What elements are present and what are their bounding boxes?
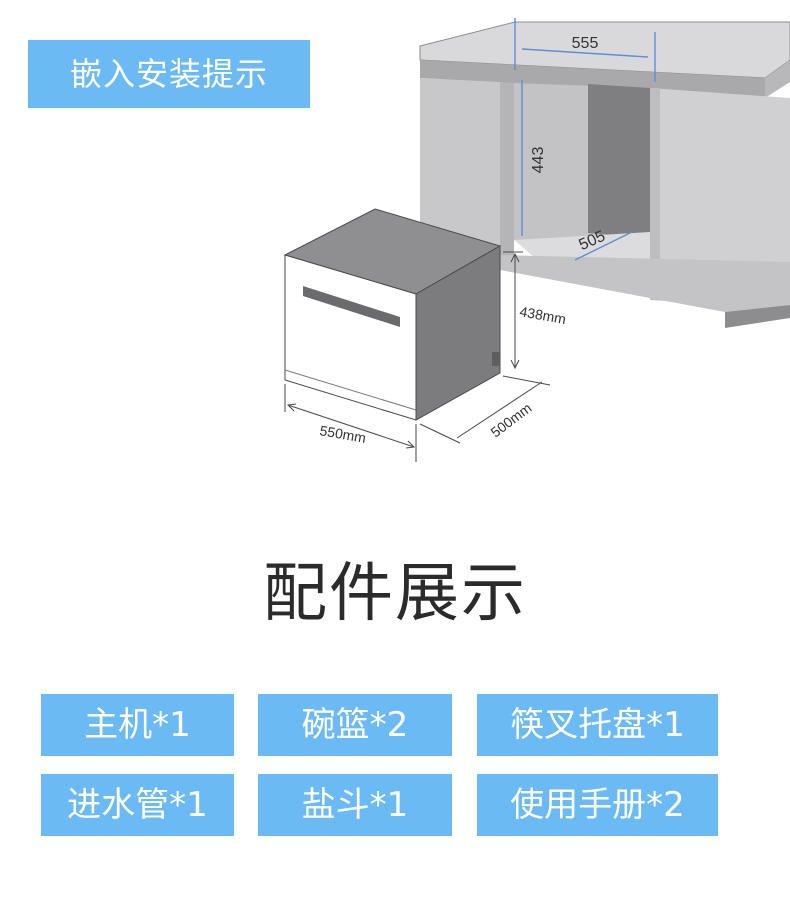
cabinet-right-body <box>650 88 790 310</box>
accessory-manual: 使用手册*2 <box>477 774 718 836</box>
accessory-main-unit: 主机*1 <box>41 694 234 756</box>
dishwasher-foot <box>492 352 500 366</box>
cabinet-base-top <box>500 255 790 312</box>
cabinet-height-label: 443 <box>530 147 547 174</box>
cabinet-left-edge <box>500 82 514 262</box>
unit-height-label: 438mm <box>518 303 567 327</box>
unit-depth-dimension <box>419 375 551 444</box>
dishwasher-handle <box>303 286 400 327</box>
cabinet-left-body <box>420 78 500 260</box>
countertop-side <box>765 60 790 98</box>
installation-diagram: 555 443 505 438mm 550mm 500mm <box>283 18 790 462</box>
cabinet-base-front <box>725 305 790 328</box>
dishwasher-base-line <box>284 369 417 411</box>
cabinet-depth-dimension <box>574 231 633 261</box>
cabinet-width-label: 555 <box>572 35 599 52</box>
accessory-dish-basket: 碗篮*2 <box>258 694 452 756</box>
niche-dark-wall <box>588 84 650 238</box>
accessory-salt-funnel: 盐斗*1 <box>258 774 452 836</box>
unit-width-label: 550mm <box>318 422 367 446</box>
cabinet-width-dimension <box>514 18 656 82</box>
cabinet-right-front <box>650 88 660 300</box>
install-tip-label: 嵌入安装提示 <box>28 40 310 108</box>
accessory-cutlery-tray: 筷叉托盘*1 <box>477 694 718 756</box>
unit-height-dimension <box>503 251 523 370</box>
section-title: 配件展示 <box>263 557 527 631</box>
dishwasher-side <box>415 245 501 421</box>
countertop-front <box>420 60 765 98</box>
accessory-inlet-hose: 进水管*1 <box>41 774 234 836</box>
unit-width-dimension <box>284 384 417 462</box>
